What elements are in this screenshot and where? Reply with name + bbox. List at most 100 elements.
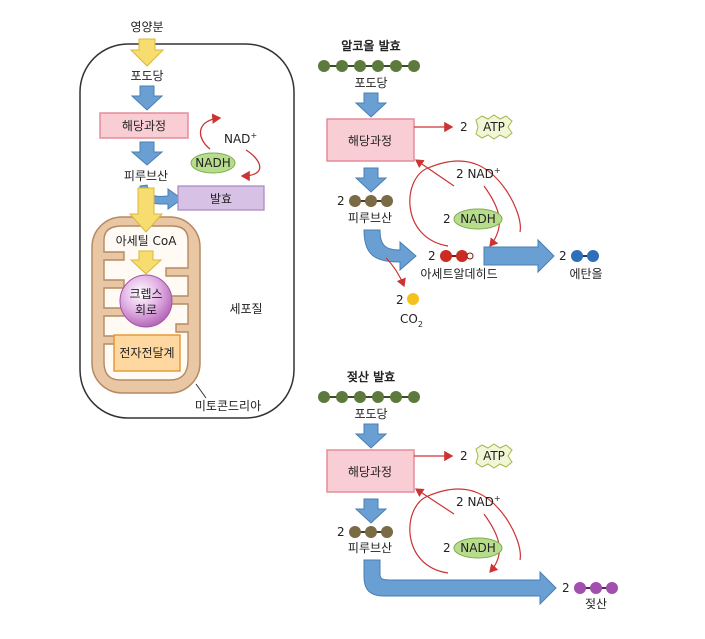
alcohol-atp-label: ATP bbox=[483, 120, 505, 134]
alcohol-ethanol-count: 2 bbox=[559, 249, 567, 263]
glucose-bead bbox=[390, 60, 402, 72]
pyruvate-bead bbox=[349, 195, 361, 207]
acetaldehyde-bead bbox=[456, 250, 468, 262]
lactate-bead bbox=[590, 582, 602, 594]
glucose-bead bbox=[354, 391, 366, 403]
fermentation-label: 발효 bbox=[210, 192, 232, 206]
alcohol-nadh-count: 2 bbox=[443, 212, 451, 226]
pyruvate-bead bbox=[365, 526, 377, 538]
ethanol-bead bbox=[587, 250, 599, 262]
lactic-nad-arrow bbox=[409, 488, 521, 574]
alcohol-pyruvate-label: 피루브산 bbox=[348, 211, 392, 225]
cell-nad-label: NAD+ bbox=[224, 131, 257, 146]
alcohol-fermentation-panel: 알코올 발효 포도당 해당과정 2 ATP 2 NAD+ 2 NADH 2 bbox=[318, 38, 603, 329]
glucose-bead bbox=[372, 391, 384, 403]
alcohol-glucose-beads bbox=[318, 60, 420, 72]
etc-label: 전자전달계 bbox=[119, 346, 174, 360]
krebs-cycle-circle bbox=[119, 274, 173, 328]
pyruvate-bead bbox=[381, 195, 393, 207]
cell-nadh-arrow bbox=[240, 149, 261, 182]
cell-nadh-label: NADH bbox=[195, 156, 230, 170]
alcohol-glycolysis-box bbox=[326, 118, 415, 162]
glucose-bead bbox=[408, 60, 420, 72]
lactate-beads bbox=[574, 582, 618, 594]
lactic-glycolysis-box bbox=[326, 449, 415, 493]
lactic-nad-head bbox=[414, 488, 455, 515]
fermentation-box bbox=[177, 185, 265, 211]
glucose-bead bbox=[372, 60, 384, 72]
cell-nadh-badge bbox=[190, 152, 236, 174]
nutrient-arrow bbox=[129, 38, 165, 67]
cell-nad-arrow bbox=[200, 113, 222, 150]
alcohol-nad-label: 2 NAD+ bbox=[456, 166, 501, 181]
ethanol-beads bbox=[571, 250, 599, 262]
lactic-nadh-label: NADH bbox=[460, 541, 495, 555]
lactic-glycolysis-label: 해당과정 bbox=[348, 465, 392, 479]
alcohol-title: 알코올 발효 bbox=[341, 38, 400, 53]
alcohol-nadh-badge bbox=[453, 208, 503, 230]
cytoplasm-label: 세포질 bbox=[229, 302, 262, 316]
alcohol-acetaldehyde-label: 아세트알데히드 bbox=[420, 267, 497, 281]
lactic-nadh-count: 2 bbox=[443, 541, 451, 555]
pyruvate-bead bbox=[349, 526, 361, 538]
glucose-bead bbox=[336, 60, 348, 72]
glucose-bead bbox=[318, 391, 330, 403]
acetylcoa-to-krebs-arrow bbox=[129, 250, 163, 275]
glucose-bead bbox=[318, 60, 330, 72]
alcohol-nad-arrow bbox=[409, 160, 521, 247]
lactic-pyruvate-to-lactate-arrow bbox=[363, 559, 557, 606]
alcohol-glucose-arrow bbox=[354, 92, 388, 118]
glucose-bead bbox=[390, 391, 402, 403]
mitochondria-leader bbox=[195, 383, 207, 399]
alcohol-glycolysis-label: 해당과정 bbox=[348, 134, 392, 148]
pyruvate-bead bbox=[381, 526, 393, 538]
lactic-pyruvate-label: 피루브산 bbox=[348, 541, 392, 555]
lactic-atp-count: 2 bbox=[460, 449, 468, 463]
cell-panel: 영양분 포도당 해당과정 NAD+ NADH 피루브산 발효 아세틸 CoA 크… bbox=[79, 20, 295, 419]
alcohol-nadh-label: NADH bbox=[460, 212, 495, 226]
krebs-label-line1: 크렙스 bbox=[129, 287, 162, 301]
mitochondria-label: 미토콘드리아 bbox=[195, 399, 261, 413]
alcohol-co2-label: CO2 bbox=[400, 312, 423, 329]
alcohol-acetaldehyde-count: 2 bbox=[428, 249, 436, 263]
lactic-nad-label: 2 NAD+ bbox=[456, 494, 501, 509]
alcohol-pyruvate-beads bbox=[349, 195, 393, 207]
lactic-lactate-label: 젖산 bbox=[585, 597, 607, 611]
cell-glucose-label: 포도당 bbox=[130, 69, 163, 83]
lactate-bead bbox=[606, 582, 618, 594]
lactic-pyruvate-count: 2 bbox=[337, 525, 345, 539]
glucose-bead bbox=[408, 391, 420, 403]
acetyl-coa-label: 아세틸 CoA bbox=[116, 234, 178, 248]
lactic-glycolysis-to-pyruvate-arrow bbox=[354, 498, 388, 524]
acetaldehyde-bead bbox=[440, 250, 452, 262]
lactic-atp-label: ATP bbox=[483, 449, 505, 463]
lactic-glucose-arrow bbox=[354, 423, 388, 449]
alcohol-atp-count: 2 bbox=[460, 120, 468, 134]
alcohol-pyruvate-count: 2 bbox=[337, 194, 345, 208]
krebs-label-line2: 회로 bbox=[135, 303, 157, 317]
cell-pyruvate-label: 피루브산 bbox=[124, 169, 168, 183]
lactic-glucose-beads bbox=[318, 391, 420, 403]
alcohol-nad-head bbox=[415, 159, 455, 187]
glucose-to-glycolysis-arrow bbox=[130, 85, 164, 111]
co2-bead bbox=[407, 293, 419, 305]
alcohol-acetaldehyde-to-ethanol-arrow bbox=[483, 238, 555, 274]
alcohol-atp-burst bbox=[475, 114, 513, 140]
alcohol-pyruvate-to-acetaldehyde-arrow bbox=[363, 229, 417, 272]
alcohol-glycolysis-to-pyruvate-arrow bbox=[354, 167, 388, 193]
cell-glycolysis-label: 해당과정 bbox=[122, 119, 166, 133]
lactic-fermentation-panel: 젖산 발효 포도당 해당과정 2 ATP 2 NAD+ 2 NADH 2 bbox=[318, 369, 618, 611]
pyruvate-to-acetylcoa-arrow bbox=[128, 187, 164, 233]
alcohol-co2-count: 2 bbox=[396, 293, 404, 307]
cell-glycolysis-box bbox=[99, 112, 189, 139]
alcohol-co2-arrow bbox=[385, 257, 406, 288]
glucose-bead bbox=[336, 391, 348, 403]
alcohol-ethanol-label: 에탄올 bbox=[569, 267, 602, 281]
glucose-bead bbox=[354, 60, 366, 72]
pyruvate-bead bbox=[365, 195, 377, 207]
lactate-bead bbox=[574, 582, 586, 594]
alcohol-glucose-label: 포도당 bbox=[354, 76, 387, 90]
lactic-title: 젖산 발효 bbox=[347, 369, 395, 384]
acetaldehyde-bead-small bbox=[466, 252, 474, 260]
